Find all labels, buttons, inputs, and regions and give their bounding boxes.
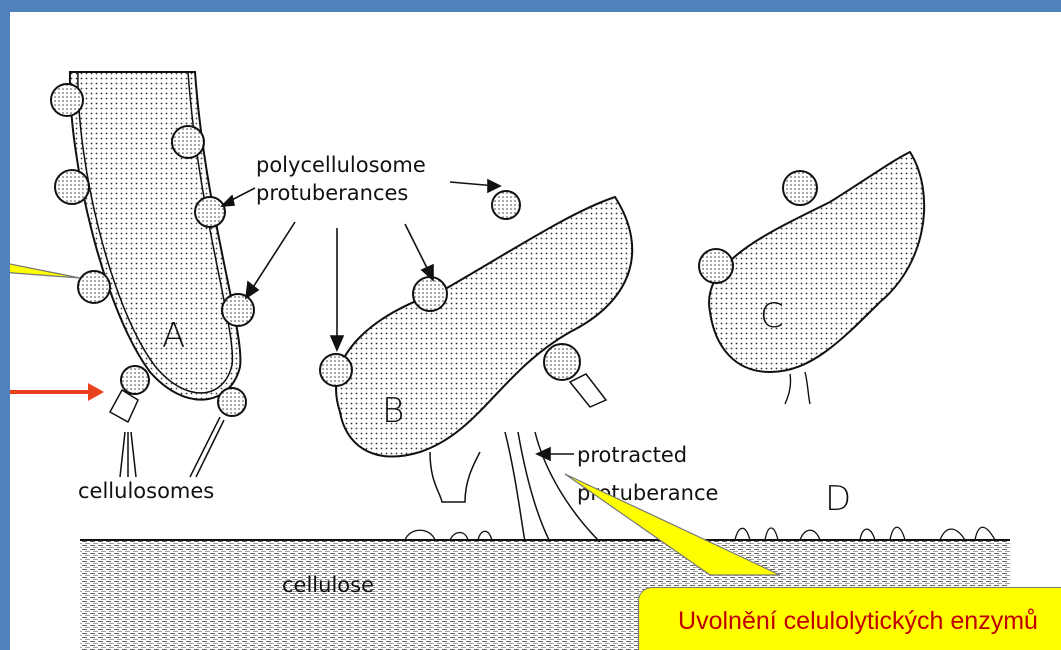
protuberance <box>121 366 149 394</box>
protuberance <box>222 294 254 326</box>
protuberance <box>55 170 89 204</box>
protuberance <box>172 126 204 158</box>
protuberances-label: protuberances <box>256 181 408 205</box>
polycellulosome-label: polycellulosome <box>256 153 426 177</box>
cellulose-label: cellulose <box>282 573 374 597</box>
cell-a-label: A <box>162 316 185 356</box>
red-arrow <box>10 383 104 401</box>
cellulosome-diagram: A B C <box>10 12 1061 650</box>
cell-b-label: B <box>382 391 404 431</box>
callout-text: Uvolnění celulolytických enzymů <box>639 606 1061 636</box>
diagram-canvas: A B C <box>10 12 1061 650</box>
cell-a: A <box>51 72 254 422</box>
protracted-label: protracted <box>577 443 687 467</box>
protuberance <box>78 271 110 303</box>
cell-c: C <box>699 152 924 404</box>
protuberance <box>544 344 580 380</box>
protuberance <box>320 354 352 386</box>
cell-c-label: C <box>760 296 784 336</box>
protuberance <box>195 197 225 227</box>
stage-d-label: D <box>825 479 851 519</box>
callout-box: Uvolnění celulolytických enzymů <box>638 587 1061 650</box>
protuberance <box>699 249 733 283</box>
cellulosomes-label: cellulosomes <box>78 479 214 503</box>
protuberance <box>51 84 83 116</box>
protuberance <box>413 277 447 311</box>
protuberance <box>218 388 246 416</box>
cellulosome-arrows <box>120 417 224 477</box>
protuberance <box>492 191 520 219</box>
protuberance <box>783 171 817 205</box>
